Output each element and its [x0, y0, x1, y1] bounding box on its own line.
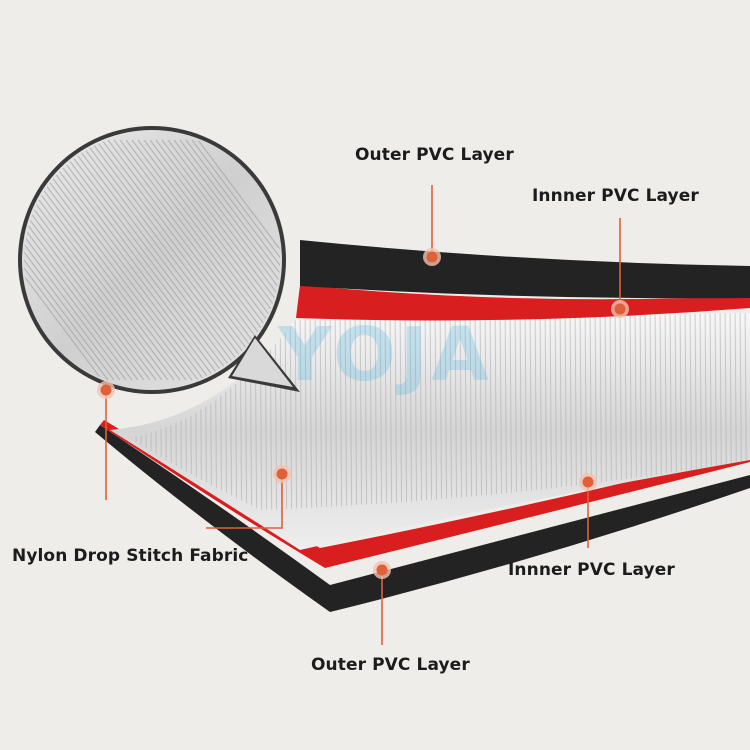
label-outer-pvc-bottom: Outer PVC Layer	[311, 655, 470, 675]
inner-pvc-top-layer	[296, 285, 750, 321]
callout-dot-inner-bottom	[579, 473, 597, 491]
outer-pvc-bottom-layer	[95, 425, 750, 612]
callout-dot-inner-top	[611, 300, 629, 318]
brand-watermark: YOJA	[278, 312, 493, 398]
callout-dot-outer-top	[423, 248, 441, 266]
label-inner-pvc-top: Innner PVC Layer	[532, 186, 699, 206]
label-outer-pvc-top: Outer PVC Layer	[355, 145, 514, 165]
label-nylon-fabric: Nylon Drop Stitch Fabric	[12, 546, 249, 566]
callout-dot-nylon-circle	[97, 381, 115, 399]
callout-dot-outer-bottom	[373, 561, 391, 579]
label-inner-pvc-bottom: Innner PVC Layer	[508, 560, 675, 580]
inner-pvc-bottom-layer	[100, 420, 750, 568]
callout-line-nylon-bend	[206, 475, 283, 529]
outer-pvc-top-layer	[300, 240, 750, 299]
callout-dot-nylon-fabric	[273, 465, 291, 483]
